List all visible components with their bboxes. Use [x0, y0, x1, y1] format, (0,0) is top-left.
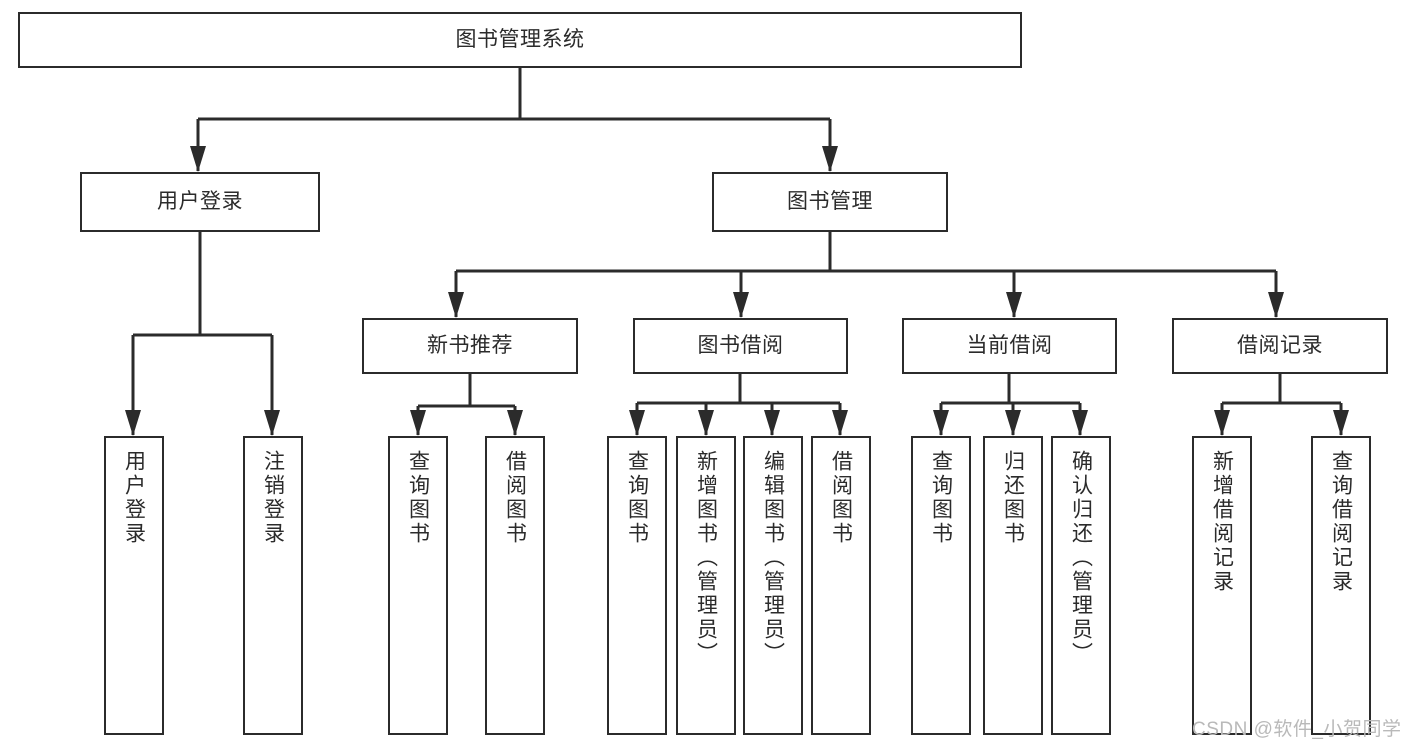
node-borrow-record[interactable]: 借阅记录	[1172, 318, 1388, 374]
node-label: 编辑图书（管理员）	[761, 450, 785, 666]
leaf-borrow-book-2[interactable]: 借阅图书	[811, 436, 871, 735]
node-label: 归还图书	[1001, 450, 1025, 546]
node-user-login[interactable]: 用户登录	[80, 172, 320, 232]
node-label: 借阅图书	[829, 450, 853, 546]
node-book-management[interactable]: 图书管理	[712, 172, 948, 232]
node-label: 查询图书	[929, 450, 953, 546]
node-label: 图书借阅	[697, 334, 784, 358]
node-label: 借阅图书	[503, 450, 527, 546]
leaf-query-book-3[interactable]: 查询图书	[911, 436, 971, 735]
leaf-edit-book[interactable]: 编辑图书（管理员）	[743, 436, 803, 735]
node-label: 查询图书	[625, 450, 649, 546]
watermark: CSDN @软件_小贺同学	[1192, 719, 1402, 740]
leaf-borrow-book-1[interactable]: 借阅图书	[485, 436, 545, 735]
leaf-return-book[interactable]: 归还图书	[983, 436, 1043, 735]
node-label: 图书管理系统	[455, 28, 585, 52]
node-label: 当前借阅	[966, 334, 1053, 358]
node-label: 注销登录	[261, 450, 285, 546]
leaf-query-book-2[interactable]: 查询图书	[607, 436, 667, 735]
node-label: 新增图书（管理员）	[694, 450, 718, 666]
leaf-add-borrow-record[interactable]: 新增借阅记录	[1192, 436, 1252, 735]
leaf-logout[interactable]: 注销登录	[243, 436, 303, 735]
leaf-add-book[interactable]: 新增图书（管理员）	[676, 436, 736, 735]
node-label: 查询借阅记录	[1329, 450, 1353, 594]
node-label: 新增借阅记录	[1210, 450, 1234, 594]
node-book-borrow[interactable]: 图书借阅	[633, 318, 848, 374]
node-label: 图书管理	[787, 190, 873, 214]
leaf-query-borrow-record[interactable]: 查询借阅记录	[1311, 436, 1371, 735]
leaf-user-login[interactable]: 用户登录	[104, 436, 164, 735]
node-root[interactable]: 图书管理系统	[18, 12, 1022, 68]
node-label: 用户登录	[122, 450, 146, 546]
node-label: 借阅记录	[1237, 334, 1323, 358]
node-label: 确认归还（管理员）	[1069, 450, 1093, 666]
node-current-borrow[interactable]: 当前借阅	[902, 318, 1117, 374]
node-label: 查询图书	[406, 450, 430, 546]
leaf-confirm-return[interactable]: 确认归还（管理员）	[1051, 436, 1111, 735]
leaf-query-book-1[interactable]: 查询图书	[388, 436, 448, 735]
node-label: 新书推荐	[427, 334, 513, 358]
node-label: 用户登录	[157, 190, 243, 214]
node-new-book-recommend[interactable]: 新书推荐	[362, 318, 578, 374]
